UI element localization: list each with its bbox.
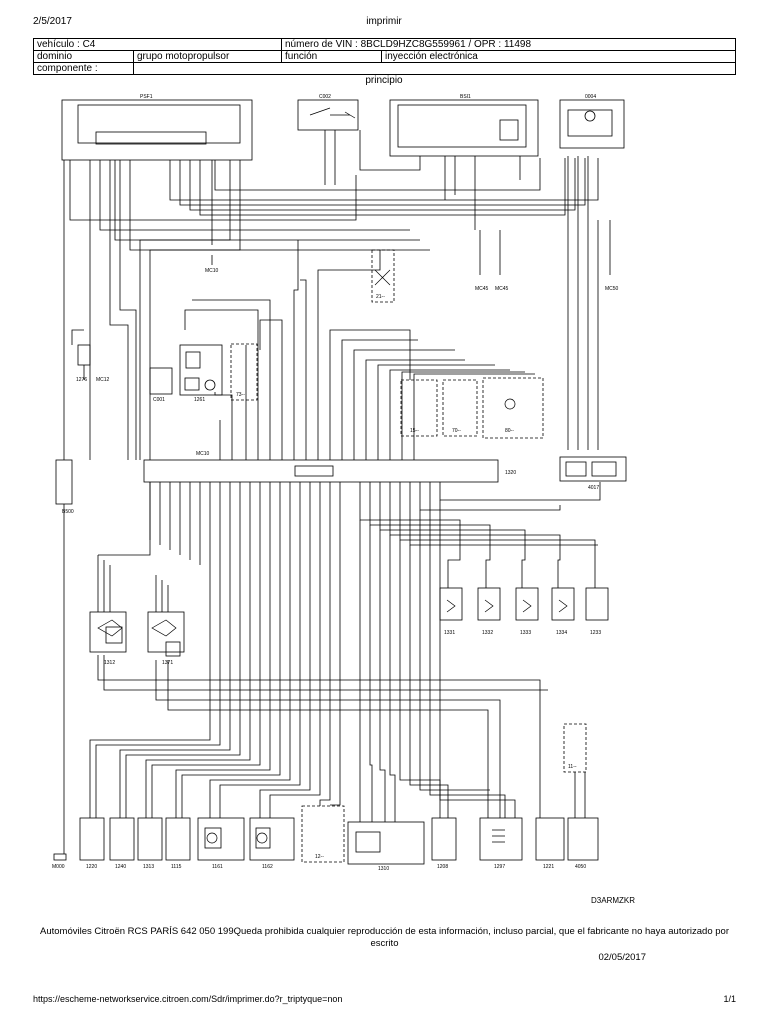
page-number: 1/1 xyxy=(723,994,736,1004)
label-1332: 1332 xyxy=(482,630,493,636)
label-4050: 4050 xyxy=(575,864,586,870)
box-12 xyxy=(301,805,345,863)
label-1162: 1162 xyxy=(262,864,273,870)
label-1208: 1208 xyxy=(437,864,448,870)
vehicle-info-table: vehículo : C4 número de VIN : 8BCLD9HZC8… xyxy=(33,38,736,75)
1334-injector xyxy=(551,587,575,621)
label-1331: 1331 xyxy=(444,630,455,636)
print-title: imprimir xyxy=(366,16,402,27)
label-1334: 1334 xyxy=(556,630,567,636)
1313-sensor xyxy=(137,817,163,861)
label-1261: 1261 xyxy=(194,397,205,403)
label-mc10-mid: MC10 xyxy=(196,451,210,457)
function-label: función xyxy=(281,50,382,63)
1240-sensor xyxy=(109,817,135,861)
table-row: vehículo : C4 número de VIN : 8BCLD9HZC8… xyxy=(33,38,736,51)
component-label: componente : xyxy=(33,62,134,75)
1333-injector xyxy=(515,587,539,621)
1233-sensor xyxy=(585,587,609,621)
label-1310: 1310 xyxy=(378,866,389,872)
label-box-21: 21-- xyxy=(376,294,385,300)
1312-sensor xyxy=(89,611,127,653)
label-1276: 1276 xyxy=(76,377,87,383)
1220-sensor xyxy=(79,817,105,861)
diagram-heading: principio xyxy=(365,75,403,86)
label-1312: 1312 xyxy=(104,660,115,666)
1161-sensor xyxy=(197,817,245,861)
label-mc45a: MC45 xyxy=(475,286,489,292)
diagram-code: D3ARMZKR xyxy=(591,896,636,905)
label-mc50: MC50 xyxy=(605,286,619,292)
domain-label: dominio xyxy=(33,50,134,63)
label-mc12: MC12 xyxy=(96,377,110,383)
label-box-11: 11-- xyxy=(568,764,577,770)
component-value xyxy=(133,62,736,75)
page-url: https://escheme-networkservice.citroen.c… xyxy=(33,994,343,1004)
0004-module xyxy=(559,99,625,149)
label-box-73: 73-- xyxy=(236,392,245,398)
label-1240: 1240 xyxy=(115,864,126,870)
label-c001: C001 xyxy=(153,397,165,403)
label-ecu: 1320 xyxy=(505,470,516,476)
ecu-module xyxy=(143,459,499,483)
label-box-12: 12-- xyxy=(315,854,324,860)
label-1220: 1220 xyxy=(86,864,97,870)
function-value: inyección electrónica xyxy=(381,50,736,63)
box-70 xyxy=(442,379,478,437)
b500-connector xyxy=(55,459,73,505)
label-1115: 1115 xyxy=(171,864,182,870)
label-1333: 1333 xyxy=(520,630,531,636)
1221-sensor xyxy=(535,817,565,861)
label-c002: C002 xyxy=(319,94,331,100)
label-1233: 1233 xyxy=(590,630,601,636)
label-psf1: PSF1 xyxy=(140,94,153,100)
label-4017: 4017 xyxy=(588,485,599,491)
bsi1-module xyxy=(389,99,539,157)
label-1221: 1221 xyxy=(543,864,554,870)
table-row: dominio grupo motopropulsor función inye… xyxy=(33,50,736,63)
label-mc45b: MC45 xyxy=(495,286,509,292)
table-row: componente : xyxy=(33,62,736,75)
1310-module xyxy=(347,821,425,865)
psf1-module xyxy=(61,99,253,161)
label-mc10-top: MC10 xyxy=(205,268,219,274)
1162-sensor xyxy=(249,817,295,861)
label-m000: M000 xyxy=(52,864,65,870)
wiring-diagram: PSF1 C002 BSI1 0004 MC10 MC45 MC45 MC50 … xyxy=(52,94,627,872)
label-bsi1: BSI1 xyxy=(460,94,471,100)
label-box-15: 15-- xyxy=(410,428,419,434)
c002-module xyxy=(297,99,359,131)
box-15 xyxy=(400,379,438,437)
footer-date: 02/05/2017 xyxy=(598,952,646,963)
1331-injector xyxy=(439,587,463,621)
label-1297: 1297 xyxy=(494,864,505,870)
label-b500: B500 xyxy=(62,509,74,515)
box-73 xyxy=(230,343,258,401)
1208-sensor xyxy=(431,817,457,861)
print-date: 2/5/2017 xyxy=(33,16,72,27)
copyright-note: Automóviles Citroën RCS PARÍS 642 050 19… xyxy=(40,926,729,949)
c001-module xyxy=(149,367,173,395)
box-80 xyxy=(482,377,544,439)
vehicle-cell: vehículo : C4 xyxy=(33,38,282,51)
vin-cell: número de VIN : 8BCLD9HZC8G559961 / OPR … xyxy=(281,38,736,51)
4017-module xyxy=(559,456,627,482)
label-0004: 0004 xyxy=(585,94,596,100)
label-box-80: 80-- xyxy=(505,428,514,434)
1332-injector xyxy=(477,587,501,621)
1261-module xyxy=(179,344,223,396)
1297-sensor xyxy=(479,817,523,861)
label-1313: 1313 xyxy=(143,864,154,870)
domain-value: grupo motopropulsor xyxy=(133,50,282,63)
4050-module xyxy=(567,817,599,861)
label-1161: 1161 xyxy=(212,864,223,870)
label-box-70: 70-- xyxy=(452,428,461,434)
1115-sensor xyxy=(165,817,191,861)
label-1371: 1371 xyxy=(162,660,173,666)
